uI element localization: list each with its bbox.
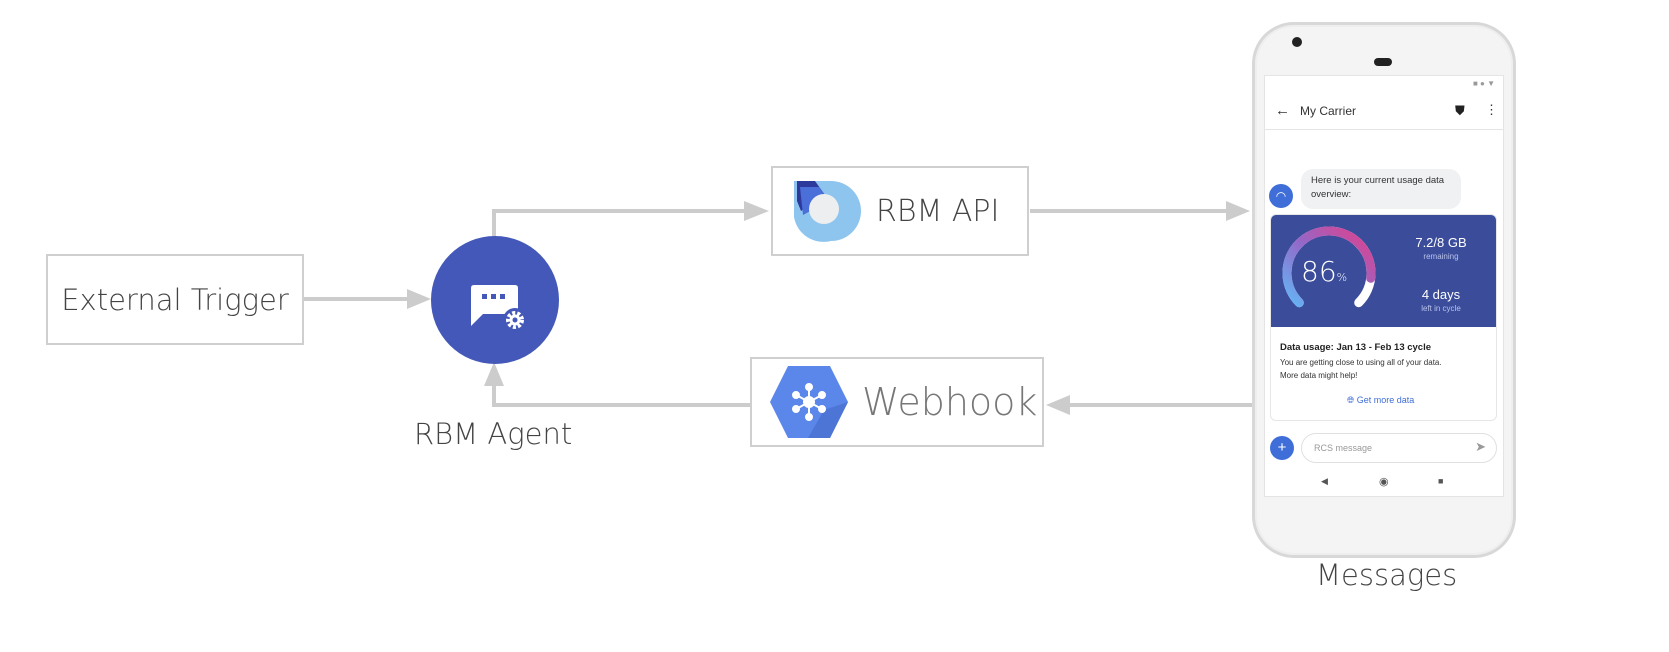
remaining-label: remaining xyxy=(1423,252,1459,261)
messages-label: Messages xyxy=(1316,558,1458,592)
nav-home-icon[interactable]: ◉ xyxy=(1379,476,1389,488)
card-title: Data usage: Jan 13 - Feb 13 cycle xyxy=(1280,342,1432,353)
rbm-agent-node xyxy=(431,236,559,364)
card-text-line-2: More data might help! xyxy=(1280,371,1358,380)
gauge-percentage: 86% xyxy=(1301,255,1347,288)
send-icon[interactable]: ➤ xyxy=(1475,439,1486,454)
agent-avatar: ◠ xyxy=(1269,184,1293,208)
usage-card-banner: 86% 7.2/8 GB remaining 4 days left in cy… xyxy=(1271,215,1496,327)
webhook-label: Webhook xyxy=(862,380,1038,424)
phone-camera xyxy=(1292,37,1302,47)
get-more-data-button[interactable]: 🌐︎ Get more data xyxy=(1347,395,1414,406)
webhook-node: Webhook xyxy=(750,357,1044,447)
phone-screen: ■ ● ▼ ← My Carrier ⛊ ⋮ ◠ Here is your cu… xyxy=(1264,75,1504,497)
data-remaining: 7.2/8 GB xyxy=(1415,235,1467,250)
add-attachment-button[interactable]: + xyxy=(1270,436,1294,460)
phone-speaker xyxy=(1374,58,1392,66)
external-trigger-node: External Trigger xyxy=(46,254,304,345)
nav-back-icon[interactable]: ◀ xyxy=(1321,476,1328,486)
rbm-api-label: RBM API xyxy=(876,193,1000,229)
arrow-webhook-to-agent xyxy=(492,386,750,407)
status-bar-icons: ■ ● ▼ xyxy=(1472,79,1495,88)
message-input-placeholder: RCS message xyxy=(1314,443,1373,453)
days-left-label: left in cycle xyxy=(1421,304,1461,313)
webhook-hexagon-icon xyxy=(770,366,848,438)
chat-header: ← My Carrier ⛊ ⋮ xyxy=(1265,96,1503,130)
get-more-data-label: Get more data xyxy=(1356,395,1415,405)
gauge-value: 86 xyxy=(1301,255,1337,288)
rbm-agent-label: RBM Agent xyxy=(414,417,573,451)
nav-recents-icon[interactable]: ■ xyxy=(1438,476,1444,486)
more-menu-icon[interactable]: ⋮ xyxy=(1485,102,1498,117)
gauge-unit: % xyxy=(1336,271,1348,284)
globe-icon: 🌐︎ xyxy=(1347,395,1355,405)
message-bubble: Here is your current usage data overview… xyxy=(1301,169,1461,209)
days-left: 4 days xyxy=(1421,287,1461,302)
message-input[interactable]: RCS message ➤ xyxy=(1301,433,1497,463)
arrow-agent-to-api xyxy=(492,209,748,236)
verified-shield-icon: ⛊ xyxy=(1455,103,1465,118)
back-arrow-icon[interactable]: ← xyxy=(1275,102,1290,119)
chat-settings-icon xyxy=(471,285,527,332)
card-text-line-1: You are getting close to using all of yo… xyxy=(1280,358,1442,367)
usage-gauge xyxy=(1282,226,1376,308)
header-title: My Carrier xyxy=(1300,104,1356,118)
rbm-api-logo-icon xyxy=(794,181,861,242)
gauge-used-arc xyxy=(1282,226,1376,308)
external-trigger-label: External Trigger xyxy=(61,282,289,317)
usage-card: 86% 7.2/8 GB remaining 4 days left in cy… xyxy=(1270,214,1497,421)
rbm-api-node: RBM API xyxy=(771,166,1029,256)
